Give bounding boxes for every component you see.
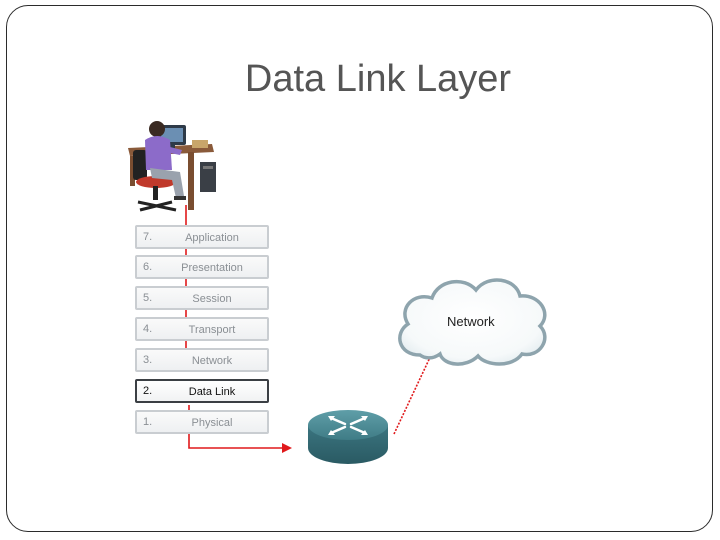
- osi-layer-physical: 1. Physical: [135, 410, 269, 434]
- osi-layer-name: Physical: [191, 417, 233, 429]
- slide-title: Data Link Layer: [244, 58, 512, 100]
- osi-layer-transport: 4. Transport: [135, 317, 269, 341]
- osi-layer-number: 5.: [143, 292, 153, 304]
- osi-layer-name: Data Link: [188, 386, 236, 398]
- osi-layer-name: Network: [191, 355, 233, 367]
- osi-layer-application: 7. Application: [135, 225, 269, 249]
- network-label: Network: [447, 314, 495, 329]
- router-icon: [308, 410, 388, 464]
- osi-layer-number: 6.: [143, 261, 153, 273]
- osi-layer-name: Transport: [188, 324, 236, 336]
- osi-layer-number: 1.: [143, 416, 153, 428]
- osi-layer-session: 5. Session: [135, 286, 269, 310]
- osi-layer-data-link: 2. Data Link: [135, 379, 269, 403]
- osi-layer-presentation: 6. Presentation: [135, 255, 269, 279]
- osi-layer-name: Presentation: [181, 262, 243, 274]
- osi-layer-number: 4.: [143, 323, 153, 335]
- network-cloud-icon: [398, 278, 547, 366]
- osi-layer-number: 7.: [143, 231, 153, 243]
- workstation-icon: [128, 121, 216, 212]
- osi-layer-number: 3.: [143, 354, 153, 366]
- osi-layer-name: Session: [192, 293, 232, 305]
- osi-layer-number: 2.: [143, 385, 153, 397]
- osi-layer-network: 3. Network: [135, 348, 269, 372]
- osi-layer-name: Application: [185, 232, 239, 244]
